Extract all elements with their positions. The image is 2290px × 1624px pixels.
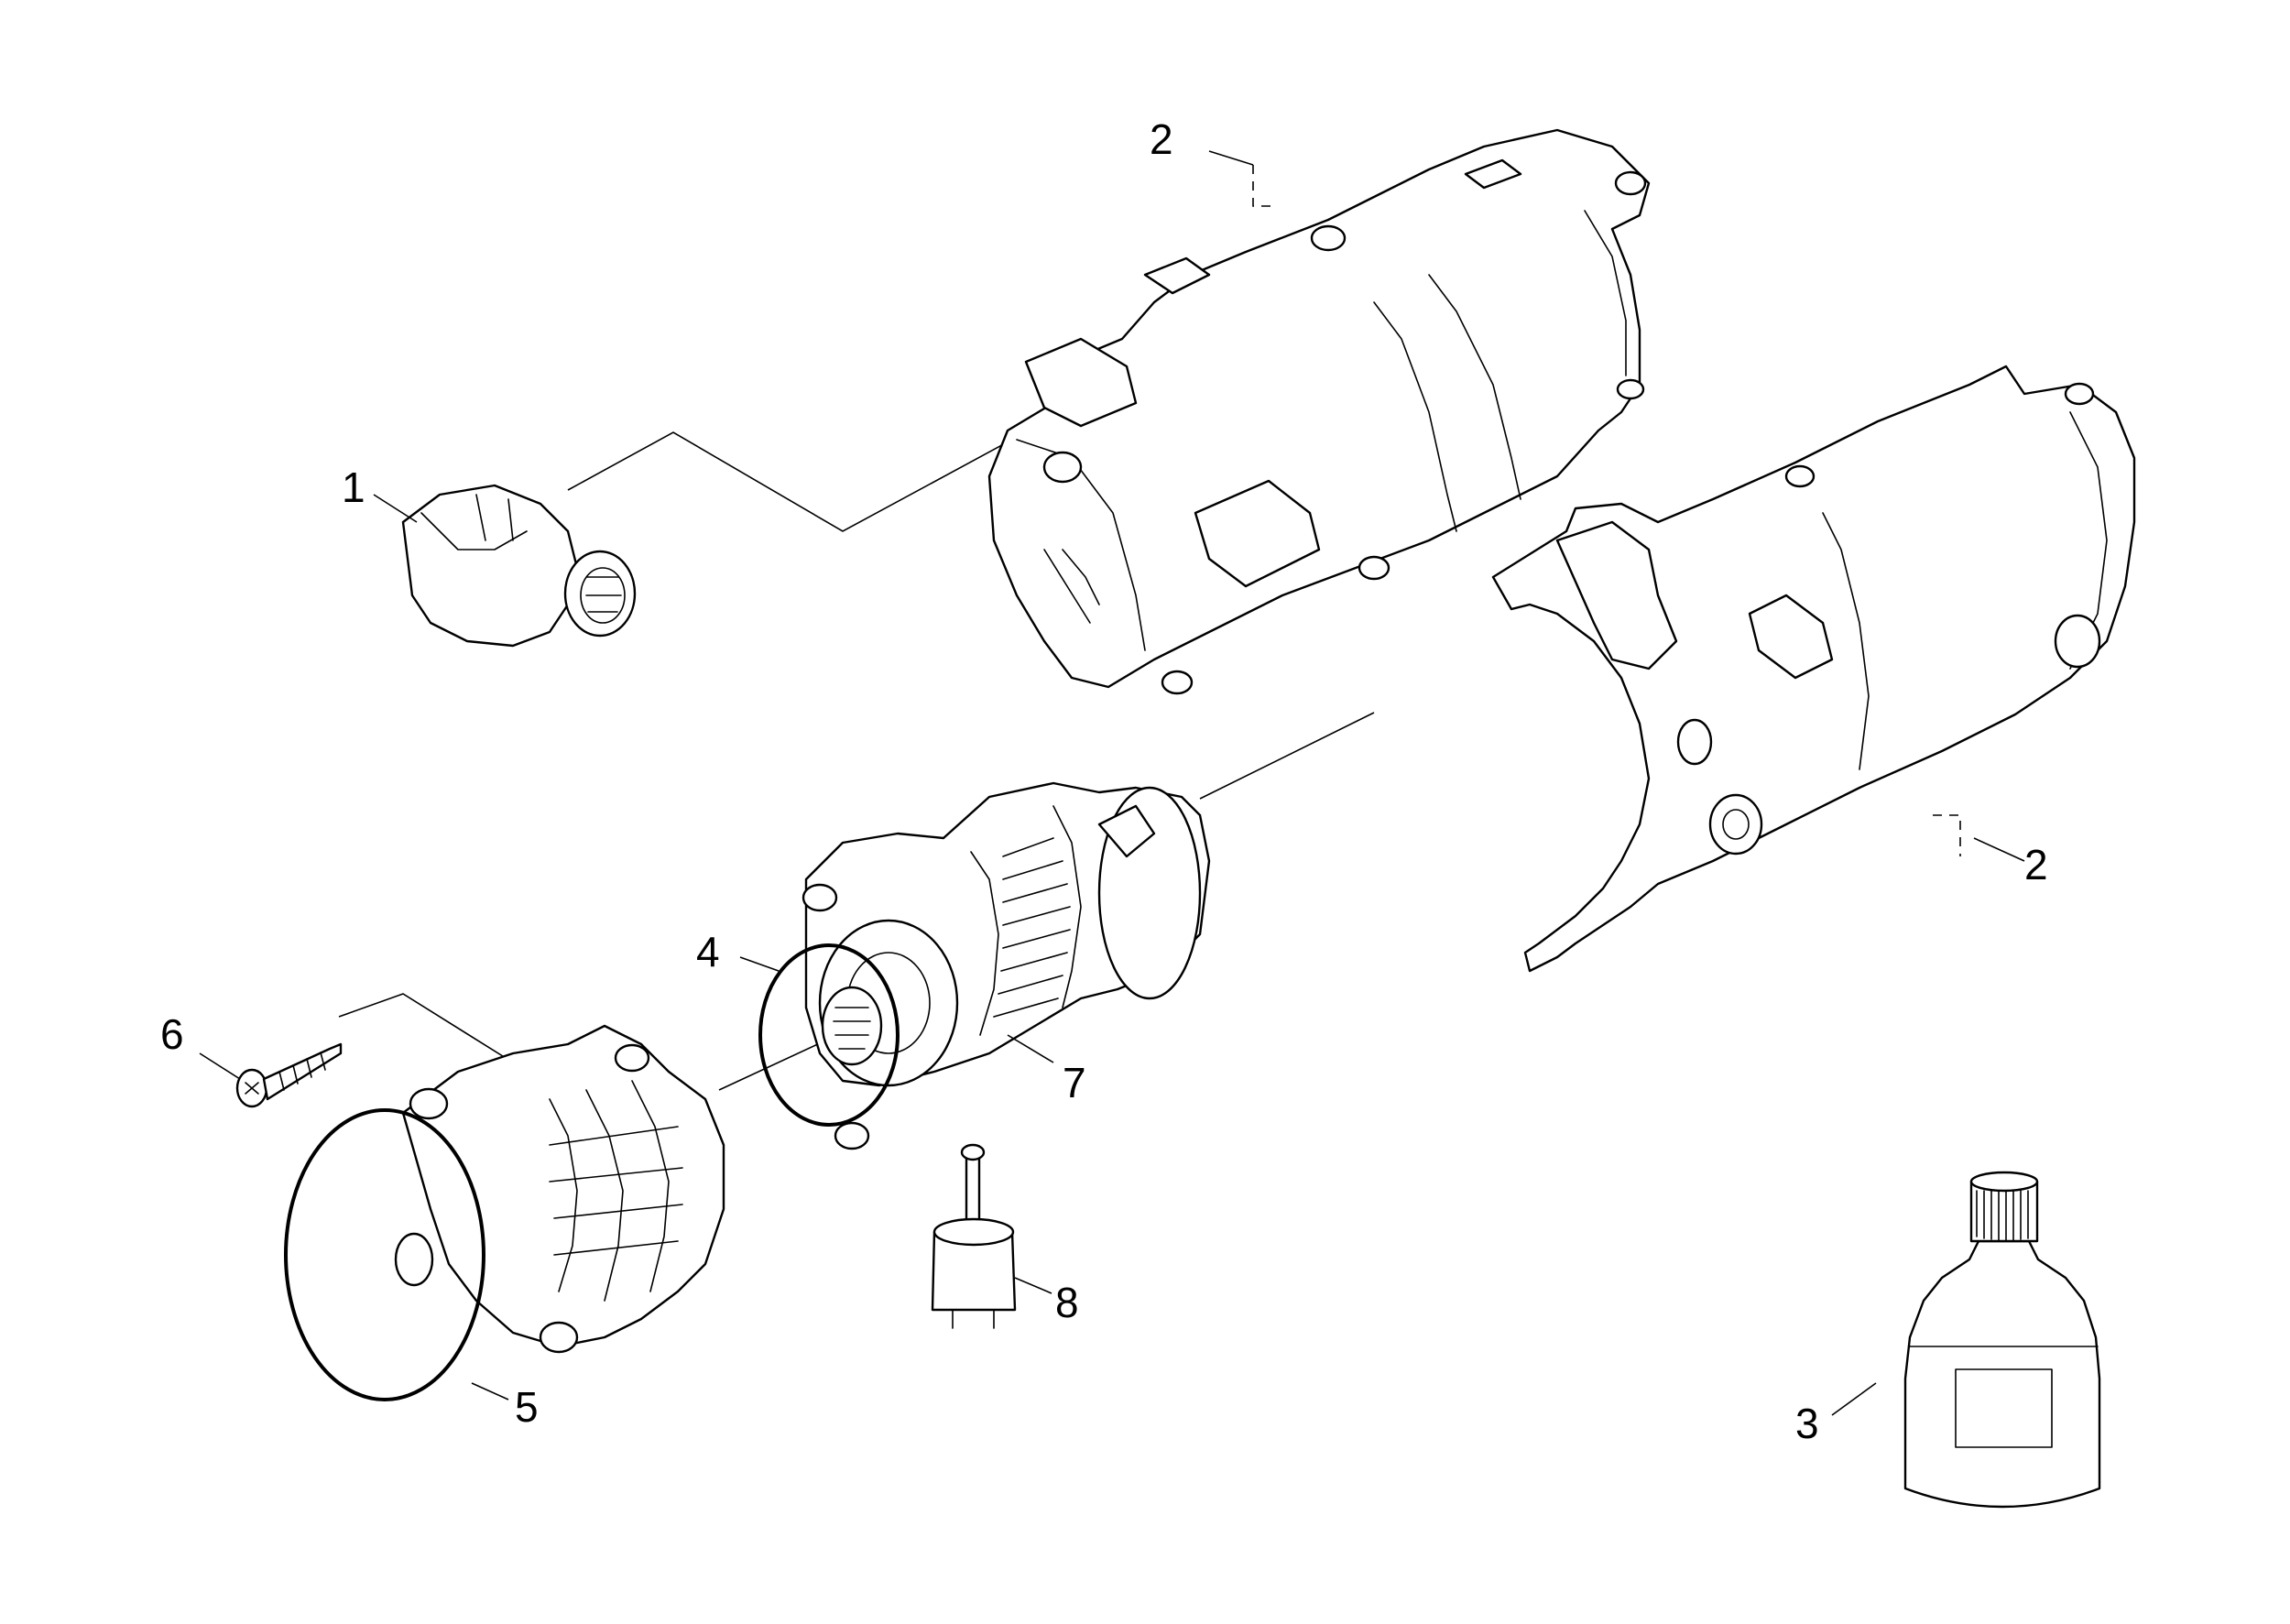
housing-top-rib-3 xyxy=(1584,210,1627,376)
switch-detail-2 xyxy=(475,494,514,541)
motor-stator-edge-1 xyxy=(970,851,999,1036)
housing-top-inner-edge xyxy=(1016,439,1146,651)
o-ring-large xyxy=(284,1108,485,1401)
housing-right-boss-front xyxy=(1708,793,1763,856)
leader-8 xyxy=(1014,1277,1052,1294)
housing-right-tab-1 xyxy=(1784,464,1816,488)
housing-top-boss-1 xyxy=(1310,224,1347,252)
motor-part xyxy=(802,781,1211,1150)
cover-mount-2 xyxy=(614,1043,650,1073)
housing-top-slot-2 xyxy=(1062,549,1100,605)
cover-mount-1 xyxy=(409,1087,449,1120)
housing-top-rib-1 xyxy=(1373,301,1457,532)
assembly-line-switch-to-housing xyxy=(567,404,1077,532)
cover-body xyxy=(401,1024,725,1348)
housing-top-slot-1 xyxy=(1043,549,1091,624)
housing-right-tab-2 xyxy=(2064,382,2095,406)
screw-threads xyxy=(278,1052,326,1091)
motor-laminations xyxy=(993,837,1071,1018)
callout-labels: 1 2 2 3 4 5 6 7 8 xyxy=(160,115,2048,1447)
screw-part xyxy=(235,1042,343,1108)
cover-fin-1 xyxy=(549,1098,578,1292)
leader-2-right-bracket xyxy=(1933,814,1961,856)
callout-7: 7 xyxy=(1063,1059,1086,1106)
callout-4: 4 xyxy=(696,928,720,975)
leader-2-top-bracket xyxy=(1252,165,1278,207)
leader-6 xyxy=(199,1052,241,1080)
damper-feet xyxy=(952,1309,995,1329)
housing-top-tab-2 xyxy=(1464,158,1522,190)
housing-right-clip xyxy=(1748,594,1834,680)
bottle-label xyxy=(1955,1368,2053,1448)
housing-top-screw-hole xyxy=(1042,451,1083,484)
housing-half-right xyxy=(1491,365,2136,973)
housing-top-clip xyxy=(1194,479,1321,588)
switch-knob-inner xyxy=(580,567,626,624)
housing-right-boss-rear xyxy=(2054,614,2101,669)
motor-terminal xyxy=(1097,804,1156,858)
motor-shaft-gear xyxy=(821,986,883,1066)
oil-bottle-part xyxy=(1903,1171,2101,1509)
leader-4 xyxy=(739,956,780,972)
switch-detail-1 xyxy=(420,512,528,550)
callout-3: 3 xyxy=(1795,1400,1819,1447)
cover-fin-2 xyxy=(585,1089,624,1302)
switch-knob xyxy=(563,550,637,638)
leader-2-right xyxy=(1973,837,2025,862)
housing-top-boss-3 xyxy=(1358,555,1390,581)
switch-knob-ridges xyxy=(585,576,622,613)
o-ring-small xyxy=(758,943,900,1127)
damper-top xyxy=(932,1217,1015,1247)
housing-top-boss-2 xyxy=(1614,170,1647,196)
housing-top-tab-1 xyxy=(1143,256,1211,295)
housing-right-boss-front-inner xyxy=(1722,809,1750,840)
leader-5 xyxy=(471,1382,509,1401)
callout-2-top: 2 xyxy=(1150,115,1173,163)
housing-top-boss-4 xyxy=(1161,670,1194,695)
housing-right-boss-mid xyxy=(1676,718,1713,766)
damper-stem xyxy=(965,1150,981,1227)
screw-shank xyxy=(262,1042,343,1101)
callout-1: 1 xyxy=(342,463,365,511)
callout-5: 5 xyxy=(515,1383,539,1431)
housing-top-rib-2 xyxy=(1428,274,1521,500)
cover-center-hub xyxy=(394,1232,434,1287)
callout-6: 6 xyxy=(160,1010,184,1058)
callout-8: 8 xyxy=(1055,1279,1079,1326)
cover-mount-3 xyxy=(539,1321,579,1354)
housing-top-boss-5 xyxy=(1616,378,1645,400)
bottle-cap-top xyxy=(1969,1171,2039,1193)
motor-stator-edge-2 xyxy=(1052,805,1082,1008)
switch-part xyxy=(401,484,637,648)
cover-cross-fins xyxy=(549,1126,683,1256)
bottle-body xyxy=(1903,1239,2101,1509)
motor-mount-1 xyxy=(802,883,838,912)
leader-1 xyxy=(373,494,418,523)
leader-3 xyxy=(1831,1382,1877,1416)
housing-right-switch-socket xyxy=(1555,520,1678,670)
motor-gear-teeth xyxy=(833,1007,871,1050)
screw-head-cross xyxy=(245,1082,259,1095)
leader-2-top xyxy=(1208,150,1254,166)
cover-part xyxy=(284,1024,725,1401)
bottle-cap-knurl xyxy=(1976,1190,2029,1241)
switch-body xyxy=(401,484,579,648)
callout-2-right: 2 xyxy=(2024,841,2048,888)
housing-half-top xyxy=(987,128,1651,695)
assembly-line-motor-to-shell xyxy=(1199,712,1375,800)
housing-top-switch-socket xyxy=(1024,337,1138,428)
assembly-line-screw-to-cover xyxy=(338,993,514,1063)
motor-mount-2 xyxy=(834,1121,870,1150)
leader-7 xyxy=(1007,1034,1054,1063)
damper-stem-top xyxy=(960,1143,986,1161)
damper-part xyxy=(931,1143,1017,1329)
housing-right-seam-1 xyxy=(1822,512,1870,770)
callout-leaders xyxy=(199,150,2025,1416)
cover-fin-3 xyxy=(631,1080,670,1292)
